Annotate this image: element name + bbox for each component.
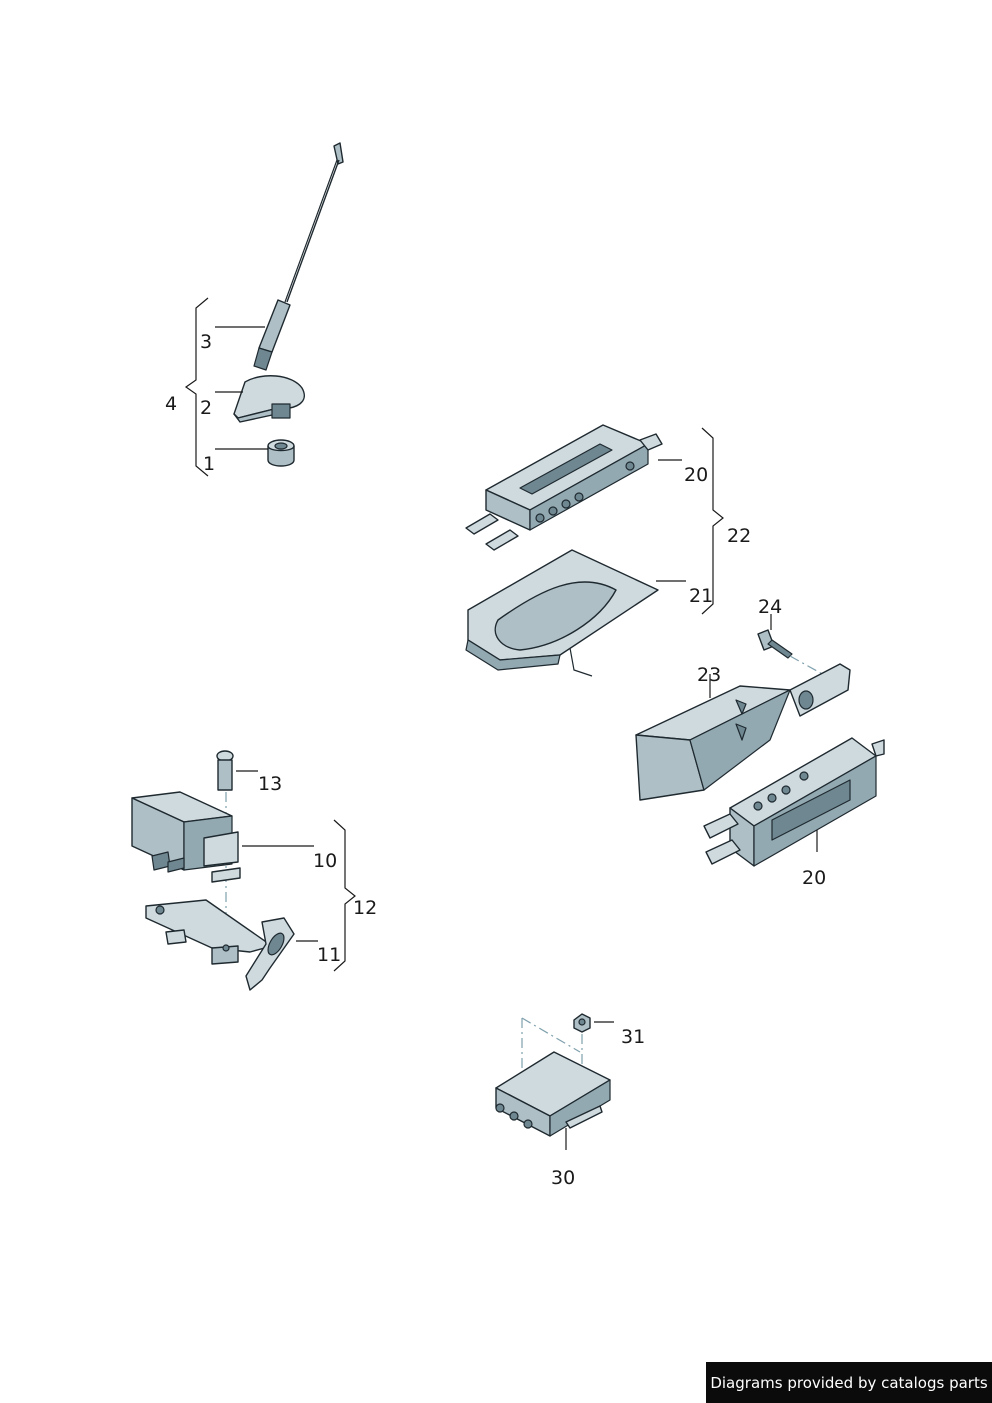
screw-24: [757, 629, 793, 659]
screw-13: [216, 750, 234, 791]
bracket-23: [635, 663, 851, 801]
label-1: 1: [203, 453, 215, 475]
antenna-group: 3 2 1 4: [165, 142, 344, 477]
label-11: 11: [317, 944, 341, 966]
label-23: 23: [697, 664, 721, 686]
module-group: 31 30: [495, 1013, 645, 1189]
bracket-group: 24 23 20: [635, 596, 885, 889]
label-30: 30: [551, 1167, 575, 1189]
label-2: 2: [200, 397, 212, 419]
label-20-upper: 20: [684, 464, 708, 486]
control-unit-lower: [703, 737, 885, 867]
brace-4: [184, 297, 209, 477]
antenna-rod: [253, 142, 344, 371]
footer-credit: Diagrams provided by catalogs parts: [706, 1362, 992, 1403]
antenna-base: [233, 375, 305, 423]
antenna-nut: [267, 439, 295, 467]
label-31: 31: [621, 1026, 645, 1048]
label-12: 12: [353, 897, 377, 919]
label-3: 3: [200, 331, 212, 353]
bracket-11: [145, 899, 295, 991]
brace-12: [333, 819, 356, 972]
label-21: 21: [689, 585, 713, 607]
label-22: 22: [727, 525, 751, 547]
control-unit-upper: [465, 424, 663, 551]
label-13: 13: [258, 773, 282, 795]
label-10: 10: [313, 850, 337, 872]
mounting-frame: [465, 549, 659, 677]
module-30: [495, 1051, 611, 1137]
brace-22: [701, 427, 724, 615]
amplifier-10: [131, 791, 241, 883]
control-unit-group: 20 21 22: [465, 424, 751, 677]
nut-31: [573, 1013, 591, 1033]
label-20-lower: 20: [802, 867, 826, 889]
label-24: 24: [758, 596, 782, 618]
label-4: 4: [165, 393, 177, 415]
amplifier-group: 13 10 11 12: [131, 750, 377, 991]
